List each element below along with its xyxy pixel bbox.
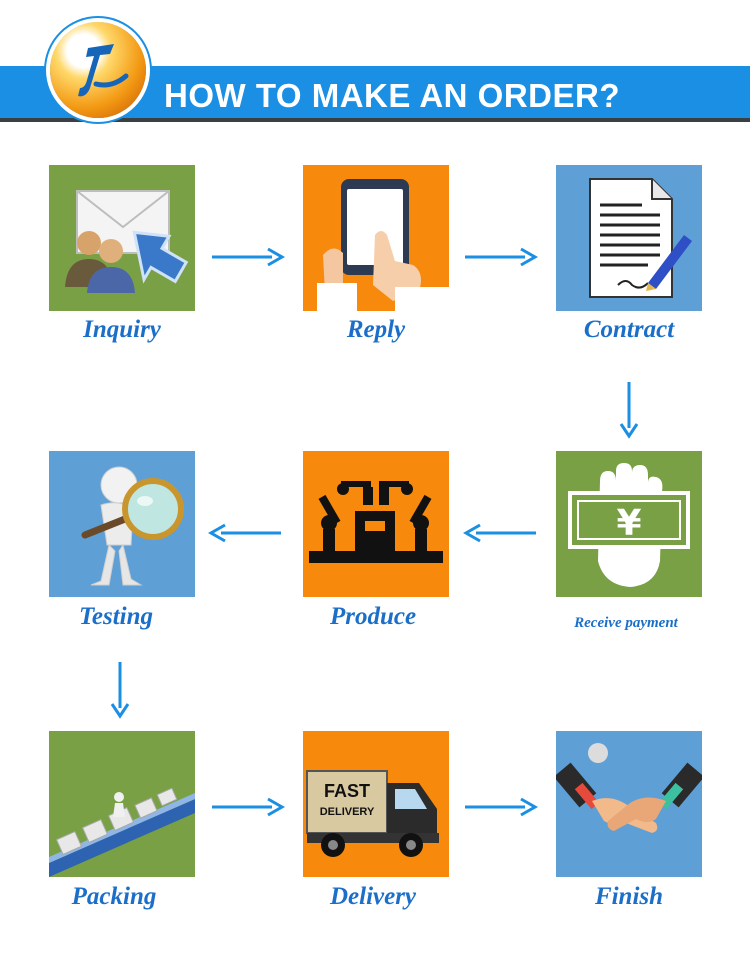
- magnifier-figure-icon: [81, 466, 184, 586]
- arrow-right-icon: [465, 797, 538, 817]
- svg-text:¥: ¥: [616, 503, 641, 544]
- step-delivery-tile: FAST DELIVERY: [303, 731, 449, 877]
- step-produce-label: Produce: [329, 603, 417, 630]
- truck-text-fast: FAST: [324, 781, 370, 801]
- step-contract-label: Contract: [583, 316, 675, 343]
- step-receive-payment-label: Receive payment: [574, 615, 678, 631]
- envelope-users-icon: [65, 190, 189, 293]
- step-finish-tile: [556, 731, 702, 877]
- step-receive-payment-tile: ¥: [556, 451, 702, 597]
- arrow-right-icon: [212, 247, 285, 267]
- logo-icon: [50, 22, 146, 118]
- arrow-left-icon: [463, 523, 536, 543]
- truck-text-delivery: DELIVERY: [320, 806, 375, 818]
- step-testing-tile: [49, 451, 195, 597]
- step-contract-tile: [556, 165, 702, 311]
- robot-factory-icon: [309, 481, 443, 563]
- step-packing-label: Packing: [71, 883, 157, 910]
- step-packing-tile: [49, 731, 195, 877]
- step-testing-label: Testing: [78, 603, 154, 630]
- arrow-left-icon: [208, 523, 281, 543]
- tablet-hand-icon: [317, 179, 449, 311]
- hand-yuan-note-icon: ¥: [568, 463, 690, 587]
- arrow-right-icon: [465, 247, 538, 267]
- conveyor-boxes-icon: [49, 787, 195, 877]
- step-reply-label: Reply: [346, 316, 406, 343]
- step-produce-tile: [303, 451, 449, 597]
- step-inquiry-label: Inquiry: [83, 316, 161, 343]
- step-reply-tile: [303, 165, 449, 311]
- step-finish-label: Finish: [594, 883, 664, 910]
- page-title: HOW TO MAKE AN ORDER?: [164, 77, 620, 114]
- arrow-down-icon: [110, 662, 130, 719]
- arrow-right-icon: [212, 797, 285, 817]
- arrow-down-icon: [619, 382, 639, 439]
- handshake-icon: [556, 743, 702, 833]
- fast-delivery-truck-icon: FAST DELIVERY: [306, 770, 439, 857]
- contract-pen-icon: [589, 178, 692, 298]
- step-inquiry-tile: [49, 165, 195, 311]
- step-delivery-label: Delivery: [329, 883, 417, 910]
